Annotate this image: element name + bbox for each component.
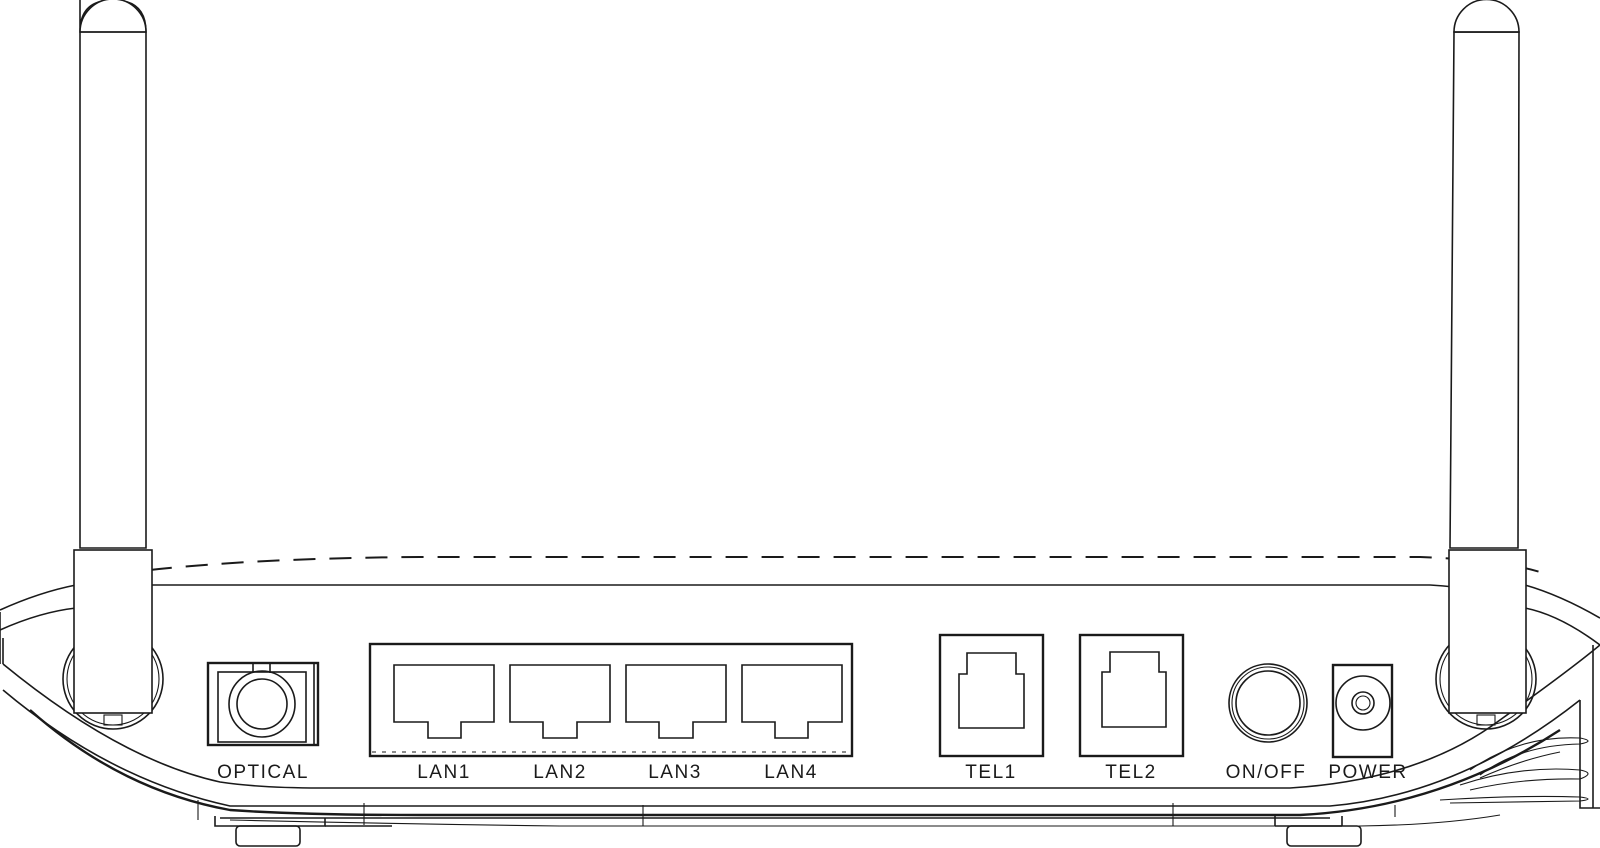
tel2-label: TEL2 xyxy=(1105,762,1157,783)
lan-block xyxy=(368,642,854,758)
lan1-port xyxy=(393,664,495,739)
power-label: POWER xyxy=(1328,762,1408,783)
tel2-port xyxy=(1078,633,1185,758)
lan2-label: LAN2 xyxy=(533,762,587,783)
lan4-port xyxy=(741,664,843,739)
tel1-label: TEL1 xyxy=(965,762,1017,783)
optical-port xyxy=(206,661,320,747)
chassis-face xyxy=(0,612,1600,827)
lan1-label: LAN1 xyxy=(417,762,471,783)
chassis-top xyxy=(0,556,1600,646)
lan3-port xyxy=(625,664,727,739)
lan4-label: LAN4 xyxy=(764,762,818,783)
antenna-left xyxy=(62,0,164,730)
optical-label: OPTICAL xyxy=(217,762,309,783)
onoff-button xyxy=(1228,663,1308,743)
antenna-right xyxy=(1435,0,1537,730)
lan2-port xyxy=(509,664,611,739)
feet xyxy=(214,816,1362,847)
power-jack xyxy=(1331,663,1394,759)
tel1-port xyxy=(938,633,1045,758)
lan3-label: LAN3 xyxy=(648,762,702,783)
onoff-label: ON/OFF xyxy=(1225,762,1307,783)
